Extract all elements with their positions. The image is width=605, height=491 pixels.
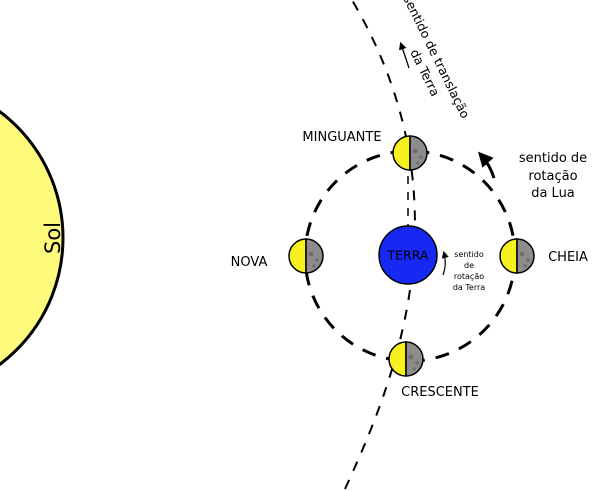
crater (408, 354, 414, 360)
moon-lit-half (499, 238, 518, 274)
crater (416, 161, 420, 165)
moon-waxing (388, 341, 424, 377)
moon-waning (392, 135, 428, 171)
crater (412, 148, 418, 154)
earth-label: TERRA (387, 248, 429, 263)
phase-label-waning: MINGUANTE (302, 130, 381, 145)
crater (419, 155, 423, 159)
moon-dark-half (405, 341, 424, 377)
earth: TERRA (378, 225, 438, 285)
crater (412, 367, 416, 371)
sun-label: Sol (41, 222, 65, 254)
earth-disk (378, 225, 438, 285)
crater (308, 251, 314, 257)
translation-arrow-icon (399, 41, 410, 69)
earth-rotation-line2: de (464, 261, 474, 270)
earth-rotation-arrow-icon (441, 250, 449, 276)
moon-dark-half (409, 135, 428, 171)
moon-new (288, 238, 324, 274)
sun-disk (0, 109, 65, 367)
earth-rotation-line3: rotação (454, 272, 484, 281)
earth-rotation-line1: sentido (454, 250, 484, 259)
crater (519, 251, 525, 257)
moon-dark-half (305, 238, 324, 274)
moon-lit-half (288, 238, 307, 274)
sun: Sol (0, 109, 65, 367)
earth-rotation-label: sentido de rotação da Terra (453, 250, 485, 292)
crater (526, 258, 530, 262)
crater (415, 361, 419, 365)
moon-lit-half (388, 341, 407, 377)
translation-direction-label: sentido de translação da Terra (400, 0, 473, 121)
phase-label-full: CHEIA (548, 250, 588, 265)
phase-label-waxing: CRESCENTE (401, 385, 479, 400)
crater (523, 264, 527, 268)
moon-rotation-line3: da Lua (531, 186, 575, 201)
moon-dark-half (516, 238, 535, 274)
moon-rotation-line1: sentido de (519, 151, 587, 166)
moon-rotation-arrow-icon (477, 151, 496, 179)
crater (312, 264, 316, 268)
moon-rotation-line2: rotação (528, 169, 577, 184)
moon-lit-half (392, 135, 411, 171)
crater (315, 258, 319, 262)
earth-rotation-line4: da Terra (453, 283, 485, 292)
moon-full (499, 238, 535, 274)
moon-rotation-label: sentido de rotação da Lua (519, 151, 587, 201)
phase-label-new: NOVA (231, 255, 268, 270)
